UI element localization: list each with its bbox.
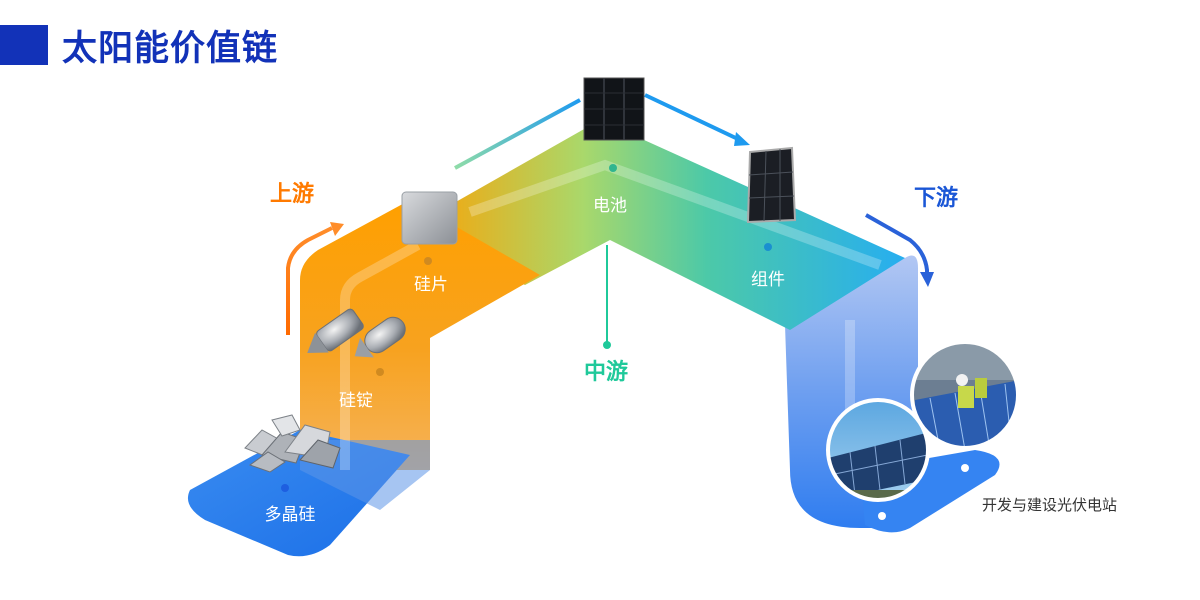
stage-label-upstream: 上游 <box>270 182 315 207</box>
upstream-ribbon <box>300 200 540 470</box>
node-label-module: 组件 <box>751 270 785 290</box>
stage-label-midstream: 中游 <box>584 360 629 385</box>
title-accent-bar <box>0 25 48 65</box>
node-label-cell: 电池 <box>593 196 627 216</box>
upstream-arrow <box>286 226 333 335</box>
downstream-arrow <box>865 213 929 275</box>
caption-power-station: 开发与建设光伏电站 <box>982 496 1118 514</box>
node-label-wafer: 硅片 <box>414 275 448 295</box>
polysilicon-image <box>244 414 341 473</box>
ingot-image <box>307 308 406 358</box>
cell-image <box>583 77 645 141</box>
node-label-ingot: 硅锭 <box>339 391 373 411</box>
installation-photo <box>912 342 1018 448</box>
top-arrow <box>644 93 741 142</box>
module-image <box>746 146 797 224</box>
page-title: 太阳能价值链 <box>62 29 279 69</box>
top-connector <box>454 98 581 170</box>
wafer-image <box>401 191 458 245</box>
solar-farm-photo <box>828 400 928 500</box>
node-label-polysilicon: 多晶硅 <box>264 505 316 525</box>
stage-label-downstream: 下游 <box>914 186 959 211</box>
